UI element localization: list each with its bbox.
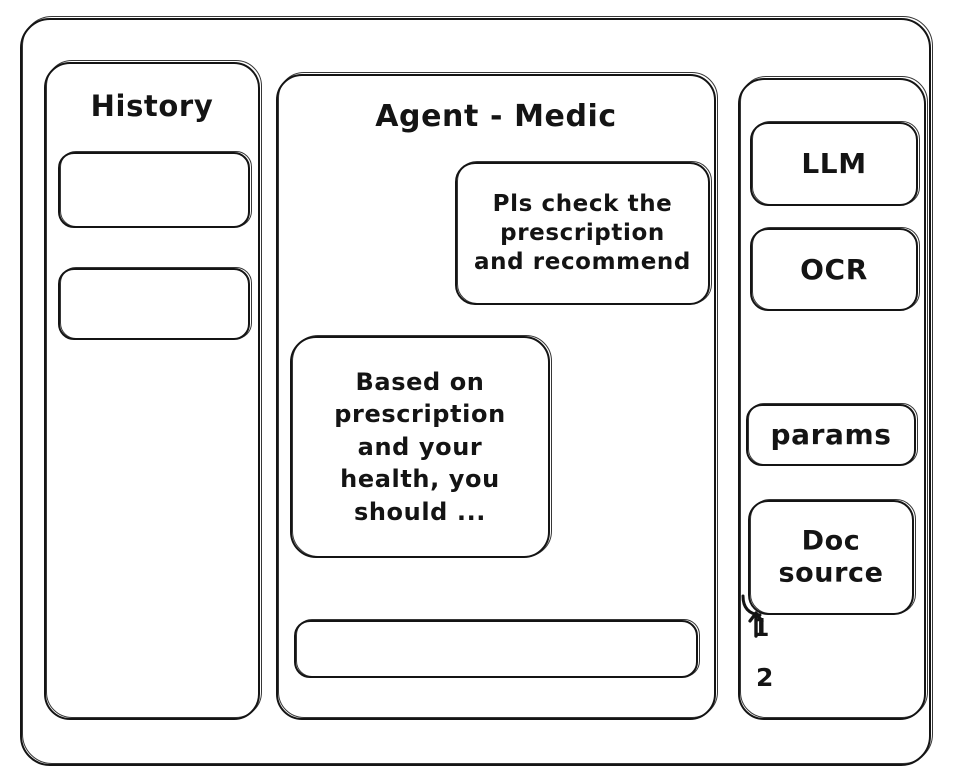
user-message-text: Pls check the prescription and recommend xyxy=(474,190,691,276)
agent-panel-title: Agent - Medic xyxy=(375,99,617,134)
history-item[interactable] xyxy=(58,266,252,340)
history-item[interactable] xyxy=(58,150,252,228)
doc-source-list-item[interactable]: 1 xyxy=(752,613,770,642)
assistant-message-bubble: Based on prescription and your health, y… xyxy=(290,334,552,558)
tool-button-label: OCR xyxy=(800,252,868,286)
tool-button-llm[interactable]: LLM xyxy=(750,120,920,206)
tool-button-label: Doc source xyxy=(778,525,884,589)
user-message-bubble: Pls check the prescription and recommend xyxy=(455,160,712,305)
tool-button-ocr[interactable]: OCR xyxy=(750,226,920,311)
tool-button-params[interactable]: params xyxy=(746,402,918,466)
history-panel-title: History xyxy=(90,89,214,123)
doc-source-connector-arrow xyxy=(741,594,764,638)
assistant-message-text: Based on prescription and your health, y… xyxy=(334,368,506,526)
message-composer-input[interactable] xyxy=(294,618,700,678)
tool-button-label: params xyxy=(770,418,892,452)
doc-source-list-item[interactable]: 2 xyxy=(756,663,774,692)
tool-button-label: LLM xyxy=(801,147,867,181)
